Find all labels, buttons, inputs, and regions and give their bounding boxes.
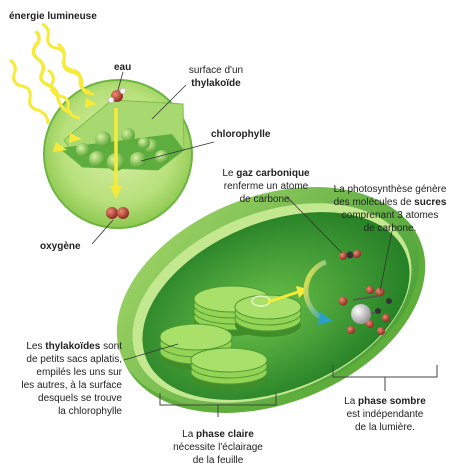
sugar-molecule bbox=[338, 286, 392, 335]
eau-label: eau bbox=[114, 62, 132, 73]
phase-claire-bracket bbox=[159, 393, 277, 417]
phase-sombre-bracket bbox=[332, 365, 438, 391]
thylakoid-stack-right bbox=[234, 294, 302, 337]
co2-molecule bbox=[339, 250, 361, 260]
oxygen-arrow bbox=[110, 108, 122, 199]
oxygen-molecule bbox=[106, 207, 129, 219]
light-ray-arrowheads bbox=[53, 98, 97, 152]
thylakoides-label: Les thylakoïdes sont de petits sacs apla… bbox=[21, 341, 122, 417]
thylakoid-zoom-circle bbox=[43, 79, 193, 229]
light-rays bbox=[9, 22, 95, 125]
water-molecule bbox=[107, 87, 127, 104]
surface-thylakoide-label: surface d'un thylakoïde bbox=[188, 65, 244, 89]
phase-sombre-label: La phase sombre est indépendante de la l… bbox=[344, 396, 426, 433]
phase-claire-label: La phase claire nécessite l'éclairage de… bbox=[173, 429, 263, 466]
energie-lumineuse-label: énergie lumineuse bbox=[9, 11, 97, 22]
photosynthese-sucres-label: La photosynthèse génère des molécules de… bbox=[333, 184, 447, 234]
thylakoid-stack-front bbox=[190, 347, 268, 390]
leader-lines bbox=[91, 71, 393, 361]
chlorophylle-label: chlorophylle bbox=[211, 129, 271, 140]
calvin-cycle-arrow bbox=[303, 259, 333, 325]
oxygene-label: oxygène bbox=[40, 241, 81, 252]
gaz-carbonique-label: Le gaz carbonique renferme un atome de c… bbox=[222, 168, 310, 205]
